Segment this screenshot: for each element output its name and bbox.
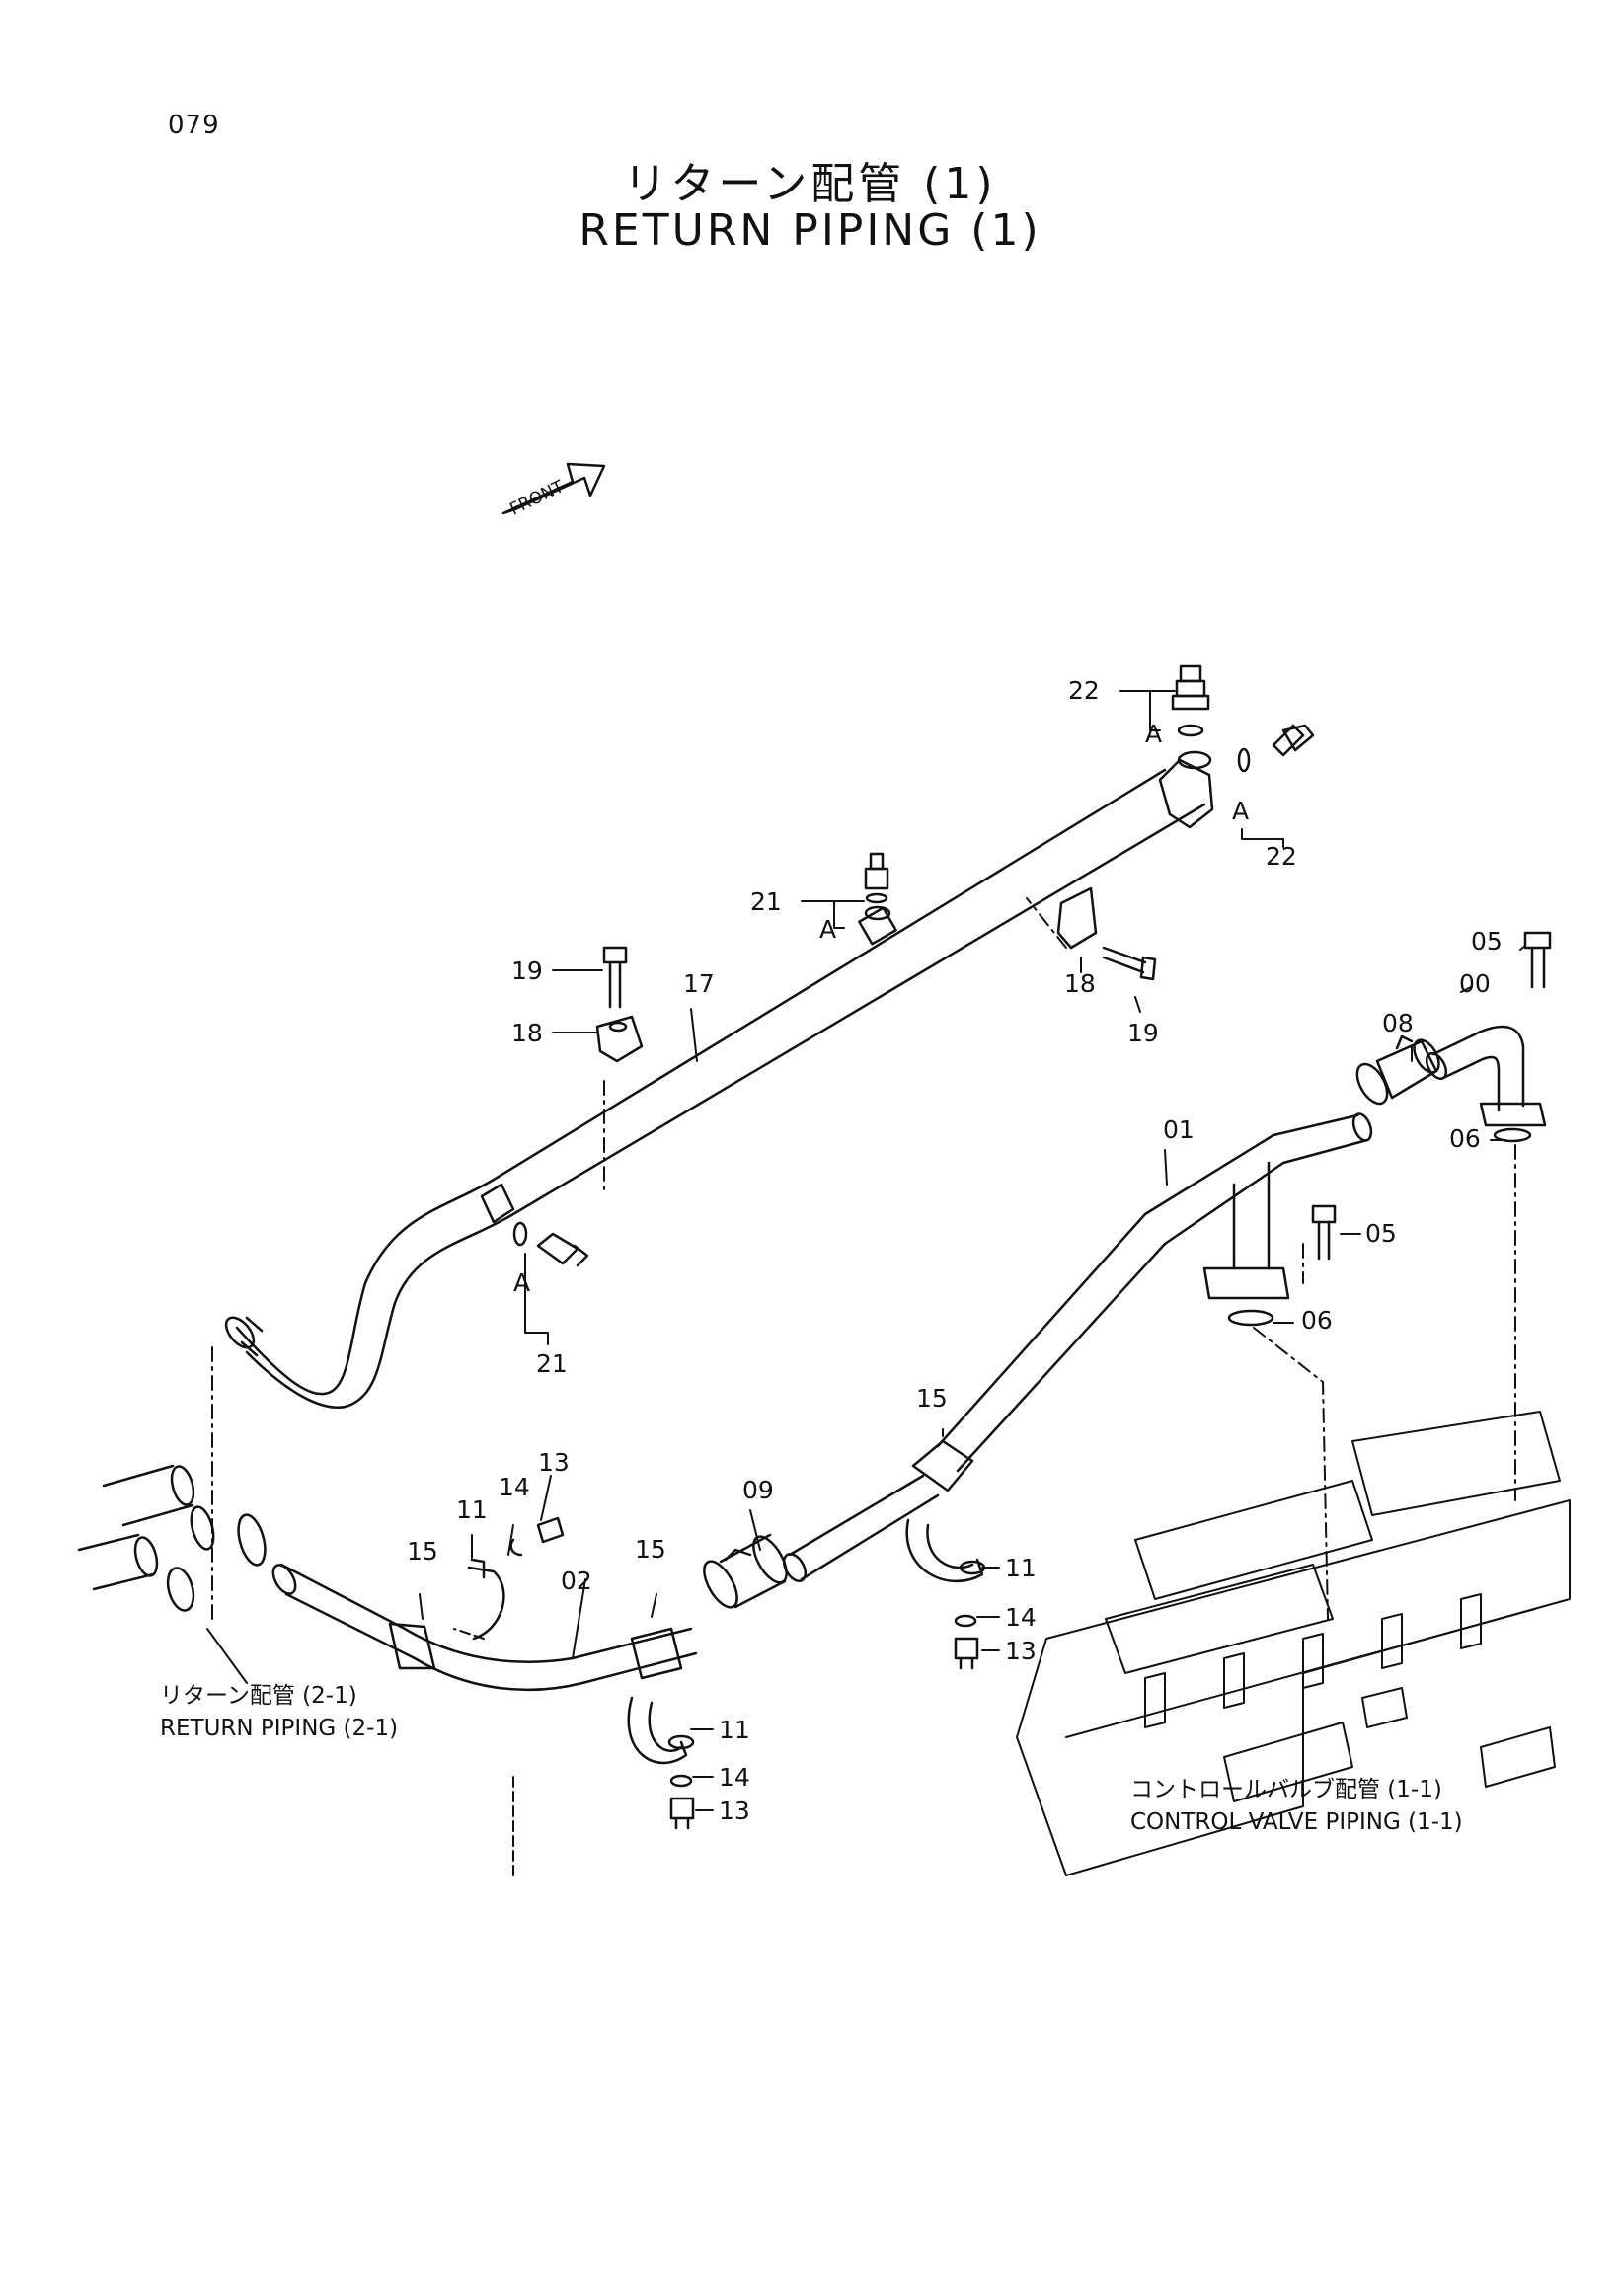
callout-15-upper: 15 <box>916 1384 948 1413</box>
bolt-05-top <box>1523 931 1552 989</box>
callout-22-right: 22 <box>1266 842 1297 871</box>
callout-11-upper: 11 <box>1005 1554 1037 1582</box>
hose-sleeve-15-left <box>388 1622 436 1670</box>
pipe-17 <box>224 750 1214 1409</box>
ref-control-valve-jp: コントロールバルブ配管 (1-1) <box>1130 1777 1442 1802</box>
callout-13-upper: 13 <box>1005 1637 1037 1665</box>
clamp-11-upper <box>905 1518 986 1583</box>
washer-14-left <box>509 1538 523 1557</box>
callout-08: 08 <box>1382 1009 1414 1037</box>
fitting-21-middle <box>864 852 889 904</box>
clamp-11-left <box>467 1558 505 1641</box>
hose-sleeve-15-mid <box>630 1627 683 1680</box>
front-arrow-icon: FRONT <box>501 462 606 520</box>
ref-return-piping-2-1-en: RETURN PIPING (2-1) <box>160 1716 398 1741</box>
fitting-21-lower <box>512 1221 589 1267</box>
clamp-18-left <box>595 1015 644 1063</box>
callout-00: 00 <box>1459 969 1491 998</box>
callout-09: 09 <box>742 1476 774 1504</box>
callout-14-lower: 14 <box>719 1763 750 1792</box>
ref-return-piping-2-1-jp: リターン配管 (2-1) <box>160 1683 357 1709</box>
return-piping-2-1-hoses <box>77 1464 267 1612</box>
callout-18-right: 18 <box>1064 969 1096 998</box>
control-valve-assembly <box>1016 1411 1571 1876</box>
bolt-19-left <box>602 946 628 1009</box>
callout-21-bottom: 21 <box>536 1349 568 1378</box>
callout-02: 02 <box>561 1567 592 1595</box>
callout-a-3: A <box>819 915 836 944</box>
front-label: FRONT <box>506 477 568 520</box>
callout-15-mid: 15 <box>635 1535 666 1564</box>
clamp-11-lower <box>627 1696 695 1765</box>
callout-a-4: A <box>513 1268 530 1297</box>
fitting-22-right <box>1237 724 1315 773</box>
page-title-en: RETURN PIPING (1) <box>579 205 1041 256</box>
clamp-15-hose <box>703 1533 788 1609</box>
callout-21-top: 21 <box>750 887 782 916</box>
fitting-22-top <box>1171 664 1210 737</box>
callout-14-upper: 14 <box>1005 1603 1037 1632</box>
callout-06-top: 06 <box>1449 1124 1481 1153</box>
callout-18-left: 18 <box>511 1019 543 1047</box>
callout-15-left: 15 <box>407 1537 438 1566</box>
callout-17: 17 <box>683 969 715 998</box>
callout-01: 01 <box>1163 1115 1195 1144</box>
callout-05-top: 05 <box>1471 927 1503 956</box>
pipe-00-elbow <box>1425 1025 1547 1143</box>
page-number: 079 <box>168 111 220 140</box>
callout-11-left: 11 <box>456 1495 488 1524</box>
callout-11-lower: 11 <box>719 1716 750 1744</box>
coupling-08 <box>1355 1034 1440 1106</box>
hose-09 <box>782 1474 940 1582</box>
callout-13-lower: 13 <box>719 1797 750 1825</box>
callout-06-mid: 06 <box>1301 1306 1333 1335</box>
bolt-05-mid <box>1311 1204 1337 1261</box>
ref-control-valve-en: CONTROL VALVE PIPING (1-1) <box>1130 1809 1463 1835</box>
washer-14-lower <box>669 1774 693 1788</box>
bolt-19-right <box>1102 946 1157 981</box>
callout-22-top: 22 <box>1068 676 1100 705</box>
callout-13-left: 13 <box>538 1448 570 1477</box>
page-title-jp: リターン配管 (1) <box>623 159 997 209</box>
pipe-02 <box>271 1563 698 1692</box>
bolt-13-lower <box>669 1797 695 1830</box>
callout-14-left: 14 <box>499 1473 530 1501</box>
leader-lines <box>206 690 1526 1876</box>
callout-19-left: 19 <box>511 957 543 985</box>
hose-sleeve-15-upper <box>911 1439 974 1492</box>
callout-05-mid: 05 <box>1365 1219 1397 1248</box>
pipe-01 <box>936 1112 1373 1473</box>
bolt-13-upper <box>954 1637 979 1670</box>
callout-19-right: 19 <box>1127 1019 1159 1047</box>
callout-a-1: A <box>1145 720 1162 748</box>
washer-14-upper <box>954 1614 977 1628</box>
bolt-13-left <box>536 1516 565 1544</box>
callout-a-2: A <box>1232 797 1249 825</box>
